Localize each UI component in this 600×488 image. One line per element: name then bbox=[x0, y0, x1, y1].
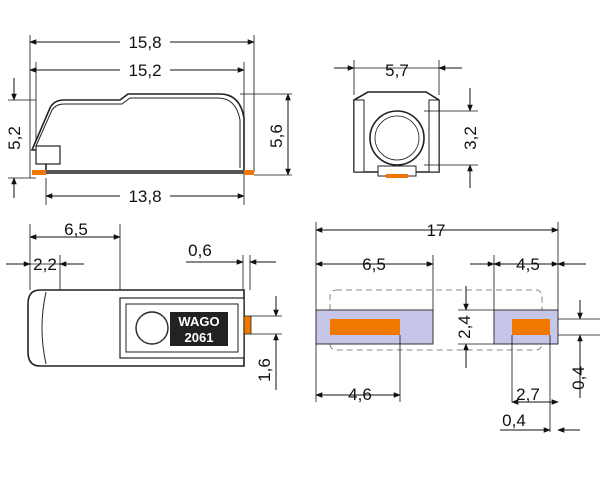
dim-offset-a: 0,4 bbox=[569, 366, 588, 390]
dim-width: 5,7 bbox=[385, 61, 409, 80]
footprint-right-slot bbox=[512, 319, 550, 335]
dim-offset-b: 0,4 bbox=[502, 411, 526, 430]
logo-number: 2061 bbox=[185, 330, 214, 345]
dim-left-slot: 4,6 bbox=[348, 385, 372, 404]
end-view: 5,7 3,2 bbox=[334, 60, 480, 188]
top-view: 6,5 2,2 0,6 WAGO 2061 1,6 bbox=[6, 220, 282, 390]
footprint-view: 17 6,5 4,5 2,4 0,4 4,6 bbox=[315, 221, 600, 433]
dim-right-slot: 2,7 bbox=[516, 385, 540, 404]
dim-pad-height: 2,4 bbox=[455, 315, 474, 339]
logo-plate bbox=[170, 312, 228, 346]
dim-entry: 2,2 bbox=[33, 255, 57, 274]
side-contact-right bbox=[244, 170, 254, 175]
dim-footprint-total: 17 bbox=[427, 221, 446, 240]
end-wire-opening bbox=[369, 110, 425, 166]
dim-total-height: 5,6 bbox=[267, 124, 286, 148]
side-contact-left bbox=[32, 170, 46, 175]
dim-left-section: 6,5 bbox=[64, 220, 88, 239]
dim-overall-length: 15,8 bbox=[128, 33, 161, 52]
dim-pin-height: 1,6 bbox=[255, 358, 274, 382]
dim-base-length: 13,8 bbox=[128, 187, 161, 206]
dim-height: 5,2 bbox=[5, 126, 24, 150]
dim-housing-length: 15,2 bbox=[128, 61, 161, 80]
dim-offset: 0,6 bbox=[188, 241, 212, 260]
footprint-left-slot bbox=[330, 319, 400, 335]
top-release-button bbox=[135, 311, 169, 345]
side-profile bbox=[30, 93, 245, 173]
dim-opening: 3,2 bbox=[461, 126, 480, 150]
dim-left-pad: 6,5 bbox=[362, 255, 386, 274]
logo-brand: WAGO bbox=[178, 314, 219, 329]
dim-right-pad: 4,5 bbox=[516, 255, 540, 274]
top-pin bbox=[243, 315, 252, 335]
side-view: 15,8 15,2 5,2 5,6 13,8 bbox=[5, 30, 292, 206]
